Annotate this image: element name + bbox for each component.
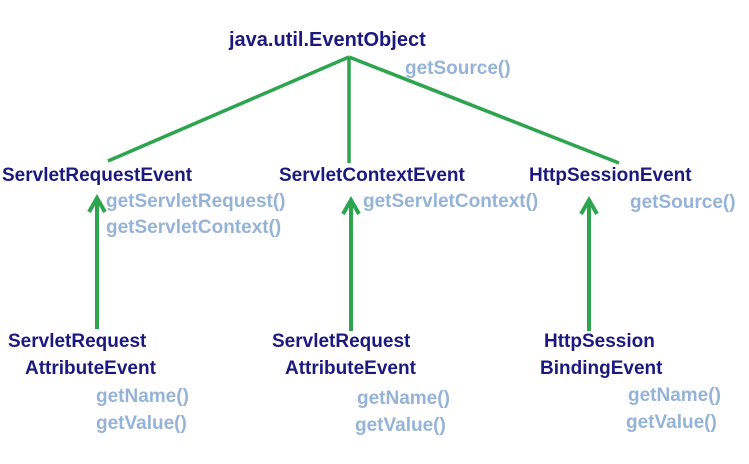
class-name-servletrequestattributeevent-left-line1: ServletRequest (8, 331, 147, 352)
class-name-servletcontextevent: ServletContextEvent (279, 165, 465, 186)
class-name-servletrequestattributeevent-mid-line1: ServletRequest (272, 331, 411, 352)
method-httpsessionevent-getsource: getSource() (630, 192, 736, 213)
arrow-attributeevent-to-servletcontextevent (341, 195, 361, 331)
method-eventobject-getsource: getSource() (405, 58, 511, 79)
method-servletrequestevent-getservletcontext: getServletContext() (106, 217, 282, 238)
arrow-bindingevent-to-httpsessionevent (579, 195, 599, 331)
method-attributeevent-mid-getname: getName() (357, 388, 450, 409)
class-name-servletrequestattributeevent-mid-line2: AttributeEvent (285, 358, 416, 379)
method-servletrequestevent-getservletrequest: getServletRequest() (106, 191, 286, 212)
class-name-servletrequestattributeevent-left-line2: AttributeEvent (25, 358, 156, 379)
method-attributeevent-left-getvalue: getValue() (96, 413, 187, 434)
arrow-attributeevent-to-servletrequestevent (87, 193, 107, 329)
method-servletcontextevent-getservletcontext: getServletContext() (363, 191, 539, 212)
class-name-httpsessionbindingevent-line1: HttpSession (544, 331, 655, 352)
class-name-eventobject: java.util.EventObject (229, 29, 426, 51)
edge-root-to-servletrequestevent (107, 55, 350, 163)
class-name-servletrequestevent: ServletRequestEvent (2, 165, 193, 186)
method-attributeevent-mid-getvalue: getValue() (355, 415, 446, 436)
method-bindingevent-getvalue: getValue() (626, 412, 717, 433)
class-name-httpsessionevent: HttpSessionEvent (529, 165, 692, 186)
method-bindingevent-getname: getName() (628, 385, 721, 406)
method-attributeevent-left-getname: getName() (96, 386, 189, 407)
class-name-httpsessionbindingevent-line2: BindingEvent (540, 358, 663, 379)
